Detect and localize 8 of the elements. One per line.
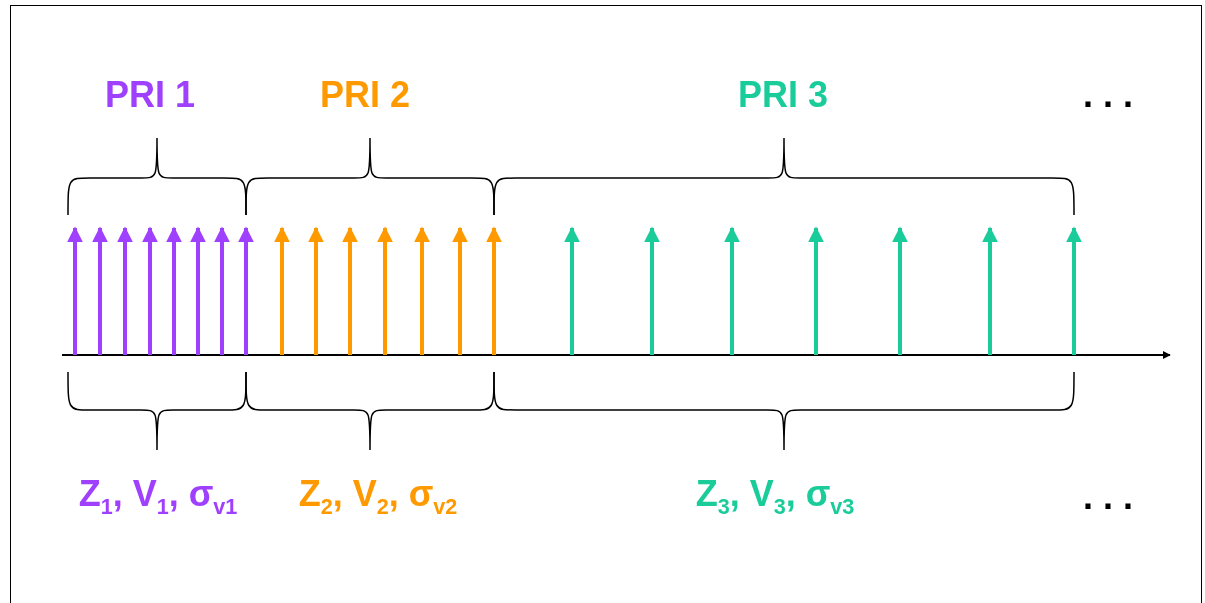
interval-label: PRI 2: [320, 77, 410, 113]
parameter-label: Z$_{2}$, V$_{2}$, σ$_{v2}$: [298, 476, 458, 518]
ellipsis: . . .: [1083, 77, 1133, 113]
ellipsis: . . .: [1083, 479, 1133, 515]
interval-label: PRI 3: [738, 77, 828, 113]
parameter-label: Z$_{1}$, V$_{1}$, σ$_{v1}$: [78, 476, 238, 518]
interval-label: PRI 1: [105, 77, 195, 113]
parameter-label: Z$_{3}$, V$_{3}$, σ$_{v3}$: [695, 476, 855, 518]
